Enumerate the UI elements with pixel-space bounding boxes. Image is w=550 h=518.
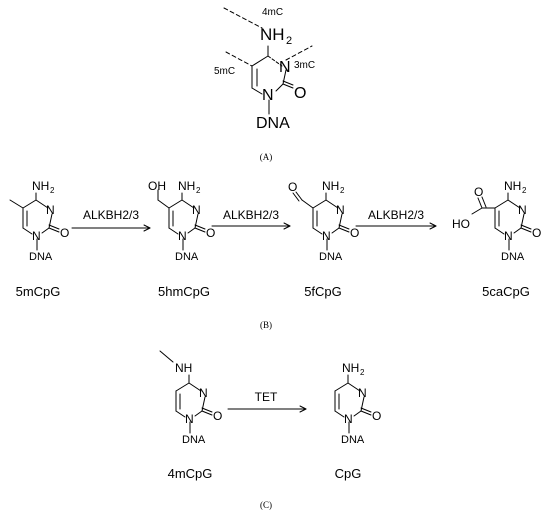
caption-b: (B) [260, 320, 272, 330]
substituent-oh: OH [148, 179, 166, 193]
svg-text:O: O [372, 409, 381, 423]
molecule-5fcpg: NH 2 N O N DNA [292, 179, 359, 263]
compound-name-cpg: CpG [335, 466, 362, 481]
compound-name-5fcpg: 5fCpG [304, 284, 342, 299]
svg-text:N: N [199, 386, 208, 400]
carboxyl-o: O [474, 185, 483, 199]
svg-text:DNA: DNA [175, 251, 199, 263]
nh-label: NH [175, 361, 192, 375]
svg-text:O: O [350, 226, 359, 240]
svg-text:N: N [178, 229, 187, 243]
compound-name-4mcpg: 4mCpG [168, 466, 213, 481]
svg-text:N: N [185, 412, 194, 426]
svg-text:N: N [358, 386, 367, 400]
svg-text:2: 2 [196, 186, 201, 195]
amine-subscript-cpg: 2 [360, 368, 365, 377]
dna-label: DNA [256, 115, 290, 132]
svg-text:NH: NH [32, 179, 49, 193]
svg-text:2: 2 [50, 186, 55, 195]
compound-name-5cacpg: 5caCpG [482, 284, 530, 299]
svg-text:N: N [192, 203, 201, 217]
svg-text:O: O [213, 409, 222, 423]
n1-label: N [262, 87, 274, 104]
molecule-5hmcpg: NH 2 N O N DNA [157, 179, 215, 263]
amine-subscript: 2 [286, 35, 292, 47]
arrow-label-1: ALKBH2/3 [83, 208, 139, 222]
compound-name-5hmcpg: 5hmCpG [158, 284, 210, 299]
substituent-aldehyde-o: O [288, 180, 297, 194]
compound-name-5mcpg: 5mCpG [16, 284, 61, 299]
amine-label-cpg: NH [342, 361, 359, 375]
svg-text:DNA: DNA [501, 251, 525, 263]
arrow-1 [71, 224, 151, 232]
panel-a: 4mC NH 2 5mC N 3mC O N DNA (A) [214, 7, 315, 162]
arrow-label-3: ALKBH2/3 [368, 208, 424, 222]
svg-text:2: 2 [522, 186, 527, 195]
arrow-3 [355, 222, 437, 230]
substituent-ho: HO [452, 217, 470, 231]
svg-text:DNA: DNA [341, 434, 365, 446]
site-label-4mc: 4mC [262, 7, 283, 18]
svg-text:O: O [206, 226, 215, 240]
svg-text:O: O [532, 226, 541, 240]
caption-c: (C) [260, 500, 272, 510]
svg-text:NH: NH [178, 179, 195, 193]
arrow-label-2: ALKBH2/3 [223, 208, 279, 222]
n3-label: N [279, 59, 291, 76]
svg-text:N: N [336, 203, 345, 217]
molecule-5mcpg: NH 2 N O N DNA [9, 179, 69, 263]
svg-text:DNA: DNA [319, 251, 343, 263]
molecule-5cacpg: NH 2 N O N DNA [471, 179, 541, 263]
molecule-4mcpg: N O N DNA [159, 350, 222, 446]
svg-text:NH: NH [504, 179, 521, 193]
site-label-5mc: 5mC [214, 66, 235, 77]
panel-b: ALKBH2/3 ALKBH2/3 ALKBH2/3 NH 2 N O N DN… [9, 179, 541, 330]
svg-text:DNA: DNA [182, 434, 206, 446]
svg-text:2: 2 [340, 186, 345, 195]
arrow-label-tet: TET [255, 390, 278, 404]
svg-text:N: N [518, 203, 527, 217]
svg-text:N: N [504, 229, 513, 243]
caption-a: (A) [260, 152, 273, 162]
site-label-3mc: 3mC [294, 60, 315, 71]
svg-text:N: N [322, 229, 331, 243]
svg-text:N: N [344, 412, 353, 426]
svg-text:NH: NH [322, 179, 339, 193]
svg-text:N: N [32, 229, 41, 243]
arrow-2 [211, 222, 291, 230]
svg-text:N: N [46, 203, 55, 217]
oxygen-label: O [294, 85, 306, 102]
amine-label: NH [260, 25, 285, 44]
molecule-cpg: N O N DNA [334, 374, 381, 446]
svg-text:O: O [60, 226, 69, 240]
svg-text:DNA: DNA [29, 251, 53, 263]
panel-c: N O N DNA NH 4mCpG TET N O N [159, 350, 381, 510]
arrow-tet [227, 405, 307, 413]
